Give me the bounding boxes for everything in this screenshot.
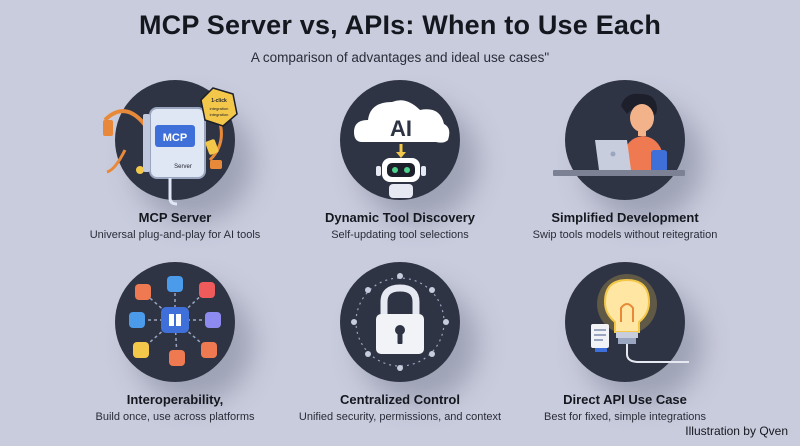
card-title: MCP Server bbox=[138, 210, 212, 225]
svg-text:integration: integration bbox=[210, 106, 229, 111]
card-direct-api-use-case: Direct API Use Case Best for fixed, simp… bbox=[505, 262, 745, 437]
server-label: Server bbox=[174, 164, 192, 170]
card-mcp-server: MCP Server 1-click integration integrati… bbox=[55, 80, 295, 255]
card-description: Self-updating tool selections bbox=[331, 229, 469, 241]
ai-cloud-robot-icon: AI bbox=[354, 100, 450, 198]
card-description: Universal plug-and-play for AI tools bbox=[89, 229, 261, 241]
card-description: Swip tools models without reitegration bbox=[532, 229, 718, 241]
card-simplified-development: Simplified Development Swip tools models… bbox=[505, 80, 745, 255]
card-description: Best for fixed, simple integrations bbox=[543, 411, 707, 423]
circle-badge: AI bbox=[340, 80, 460, 200]
lightbulb-icon bbox=[591, 274, 689, 363]
circle-badge bbox=[115, 262, 235, 382]
card-title: Interoperability, bbox=[126, 392, 224, 407]
svg-text:1-click: 1-click bbox=[211, 98, 227, 104]
card-dynamic-tool-discovery: AI Dynamic Tool Discovery Self-updating … bbox=[280, 80, 520, 255]
mcp-server-icon: MCP Server 1-click integration integrati… bbox=[103, 87, 238, 206]
card-centralized-control: Centralized Control Unified security, pe… bbox=[280, 262, 520, 437]
page-title: MCP Server vs, APIs: When to Use Each bbox=[138, 10, 662, 40]
card-title: Dynamic Tool Discovery bbox=[324, 210, 476, 225]
circle-badge: MCP Server 1-click integration integrati… bbox=[103, 80, 238, 206]
card-title: Simplified Development bbox=[551, 210, 699, 225]
page-subtitle: A comparison of advantages and ideal use… bbox=[250, 50, 550, 65]
illustration-credit: Illustration by Qven bbox=[685, 424, 788, 438]
circle-badge bbox=[553, 80, 685, 200]
padlock-icon bbox=[351, 273, 449, 371]
circle-badge bbox=[340, 262, 460, 382]
developer-laptop-icon bbox=[553, 93, 685, 176]
circle-badge bbox=[565, 262, 689, 382]
svg-text:integration: integration bbox=[210, 112, 229, 117]
card-interoperability: Interoperability, Build once, use across… bbox=[55, 262, 295, 437]
card-title: Centralized Control bbox=[340, 392, 460, 407]
card-description: Build once, use across platforms bbox=[95, 411, 255, 423]
one-click-badge: 1-click integration integration bbox=[200, 87, 238, 127]
card-title: Direct API Use Case bbox=[563, 392, 687, 407]
mcp-label: MCP bbox=[163, 132, 187, 144]
card-description: Unified security, permissions, and conte… bbox=[298, 411, 502, 423]
app-hub-icon bbox=[129, 276, 221, 366]
ai-label: AI bbox=[390, 116, 412, 141]
